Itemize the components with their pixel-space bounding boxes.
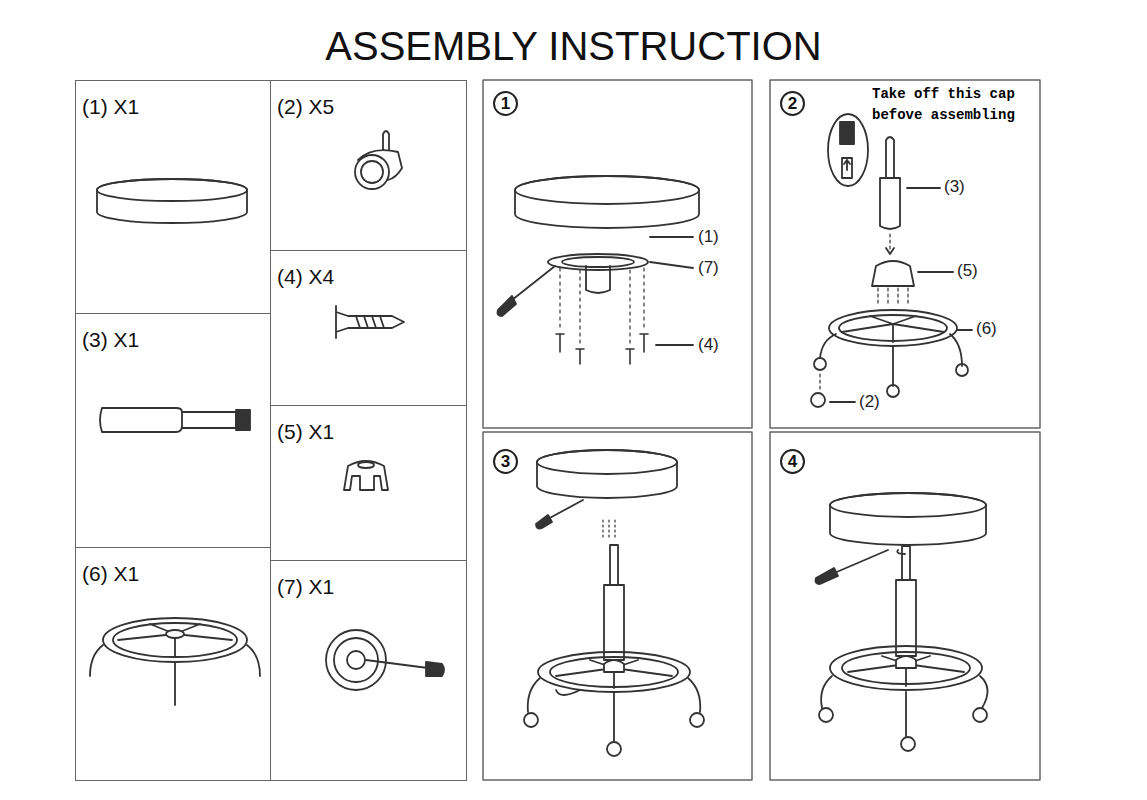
part-count-label: (6) X1 — [82, 562, 270, 586]
part-count-label: (5) X1 — [277, 420, 466, 444]
step-number: 4 — [788, 453, 797, 470]
step-number-circle: 2 — [780, 91, 805, 116]
part-count-label: (3) X1 — [82, 328, 270, 352]
callout-label: (3) — [943, 177, 966, 197]
part-panel: (2) X5 — [270, 80, 467, 251]
callout-label: (7) — [697, 258, 720, 278]
step-number: 1 — [501, 95, 510, 112]
step-number: 3 — [501, 453, 510, 470]
part-panel: (4) X4 — [270, 250, 467, 406]
part-count-label: (4) X4 — [277, 265, 466, 289]
part-panel: (1) X1 — [75, 80, 271, 314]
step-number: 2 — [788, 95, 797, 112]
callout-label: (5) — [956, 261, 979, 281]
step-number-circle: 4 — [780, 449, 805, 474]
part-panel: (3) X1 — [75, 313, 271, 548]
part-count-label: (7) X1 — [277, 575, 466, 599]
step-number-circle: 3 — [493, 449, 518, 474]
part-panel: (5) X1 — [270, 405, 467, 561]
part-panel: (7) X1 — [270, 560, 467, 781]
page-title: ASSEMBLY INSTRUCTION — [0, 24, 1147, 69]
assembly-note: Take off this cap befove assembling — [871, 84, 1031, 126]
step-number-circle: 1 — [493, 91, 518, 116]
part-count-label: (2) X5 — [277, 95, 466, 119]
callout-label: (2) — [858, 392, 881, 412]
part-panel: (6) X1 — [75, 547, 271, 781]
callout-label: (6) — [975, 319, 998, 339]
part-count-label: (1) X1 — [82, 95, 270, 119]
callout-label: (4) — [697, 335, 720, 355]
callout-label: (1) — [697, 227, 720, 247]
